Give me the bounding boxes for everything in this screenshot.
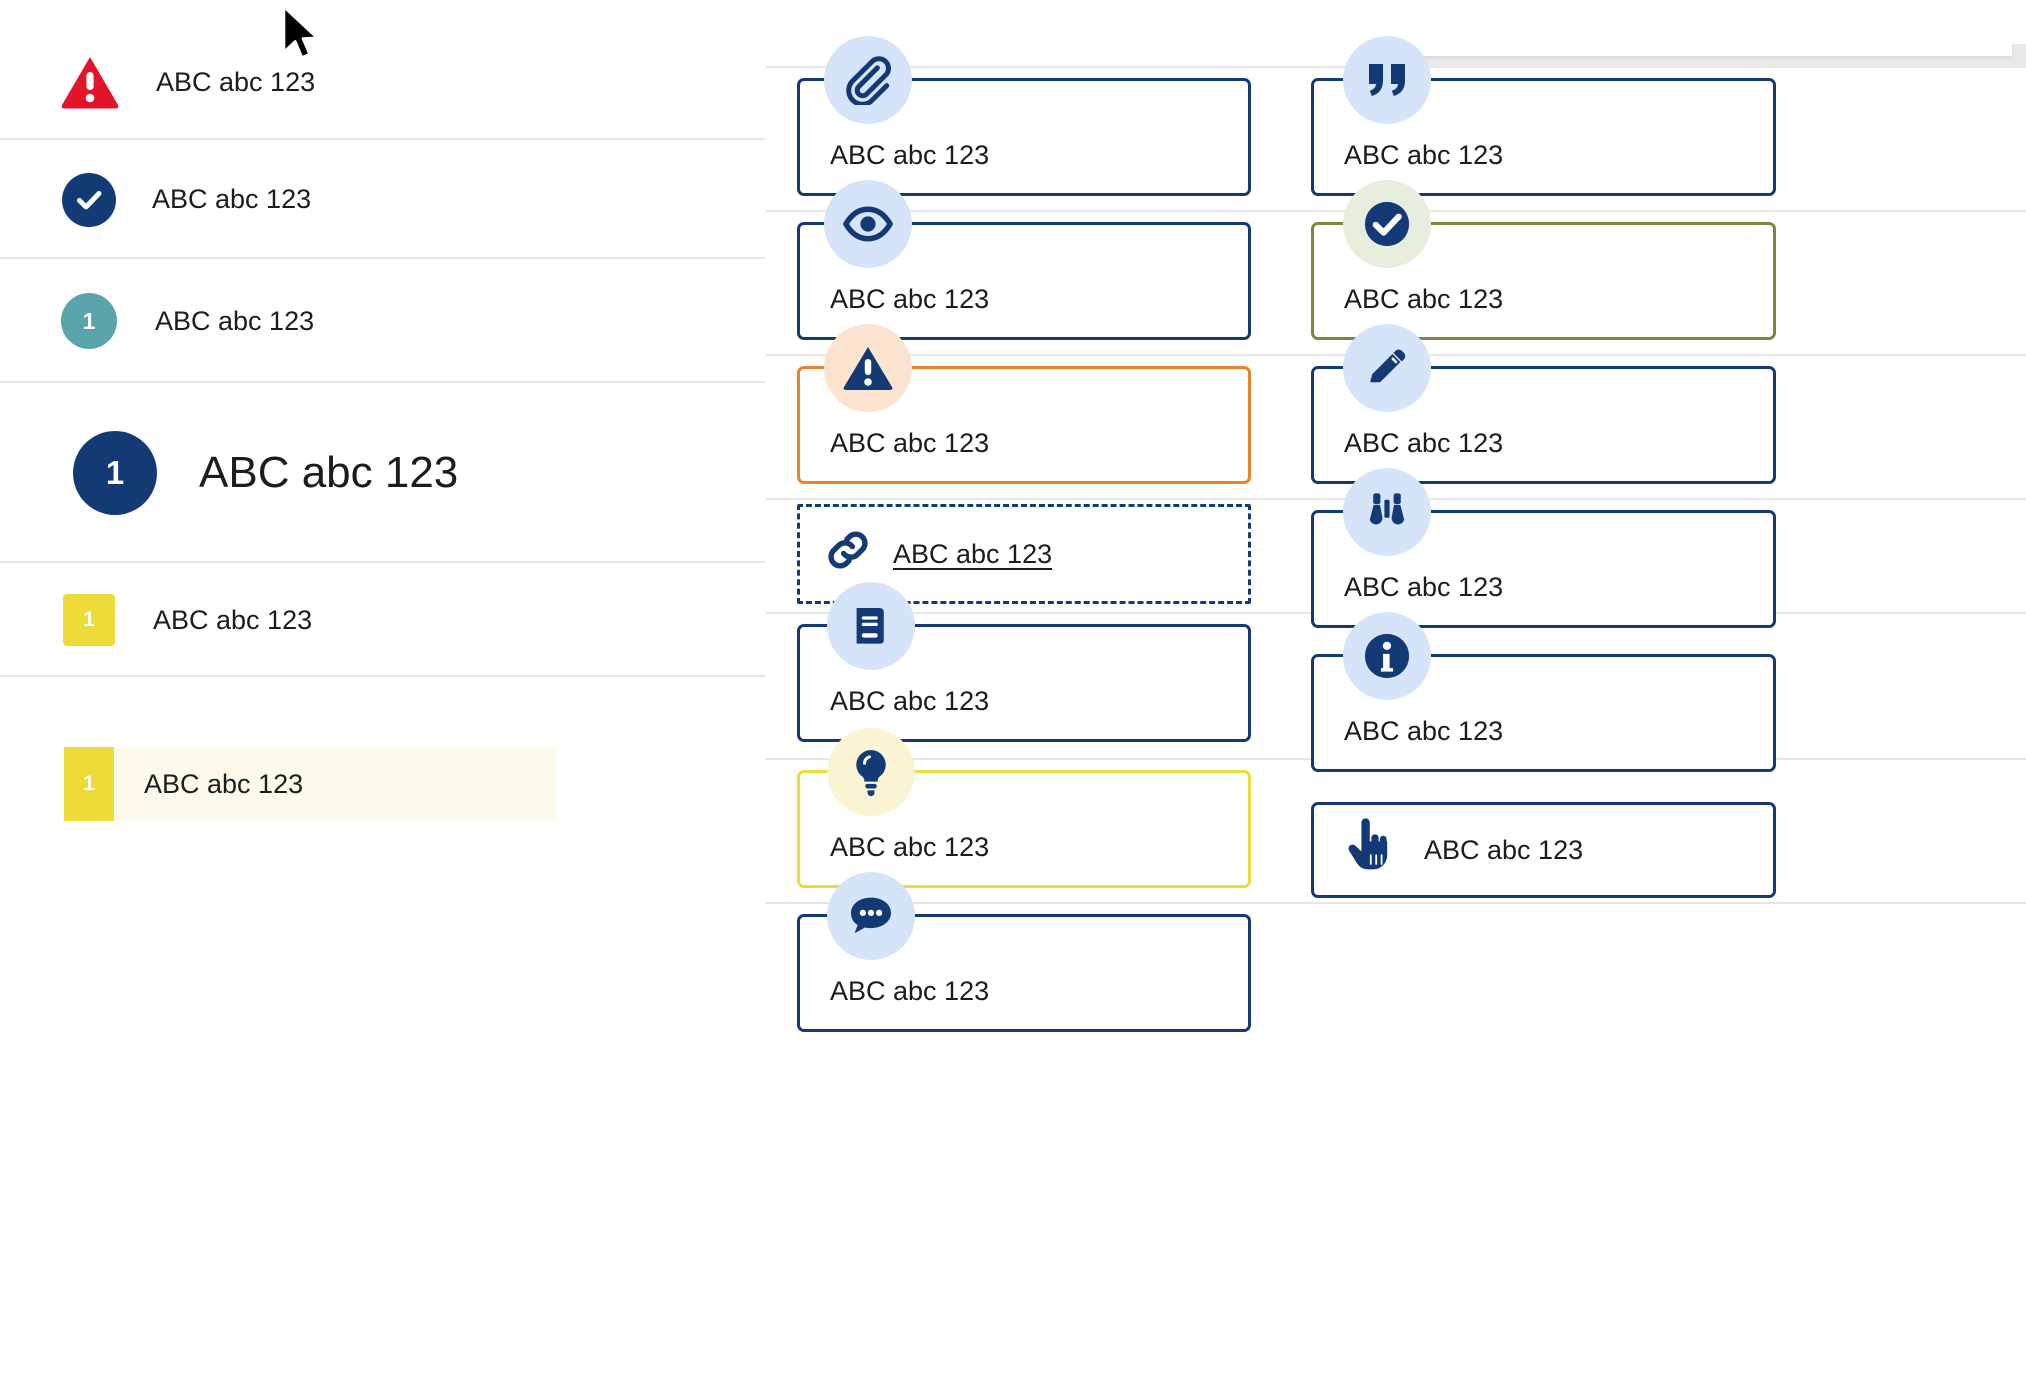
card-label: ABC abc 123 <box>1344 428 1504 458</box>
card-label: ABC abc 123 <box>1344 572 1504 602</box>
list-item-label: ABC abc 123 <box>155 305 315 336</box>
paperclip-icon <box>824 36 912 124</box>
left-list-panel: ABC abc 123 ABC abc 123 1 ABC abc 123 <box>0 0 765 1392</box>
card-label: ABC abc 123 <box>830 140 990 170</box>
link-chain-icon <box>822 524 874 576</box>
list-item-label: ABC abc 123 <box>156 67 316 97</box>
selected-highlight-band: 1 ABC abc 123 <box>64 747 556 821</box>
number-badge-icon: 1 <box>73 431 157 515</box>
number-badge-icon: 1 <box>64 747 114 821</box>
number-badge-icon: 1 <box>61 293 117 349</box>
card-label: ABC abc 123 <box>830 832 990 862</box>
book-icon <box>827 582 915 670</box>
pencil-icon <box>1343 324 1431 412</box>
callout-card-grid: ABC abc 123 ABC abc 123 ABC abc 123 <box>765 0 2026 1392</box>
grid-separator <box>765 902 2026 904</box>
card-label: ABC abc 123 <box>830 428 990 458</box>
number-badge-icon: 1 <box>63 594 115 646</box>
card-edit[interactable]: ABC abc 123 <box>1311 366 1776 484</box>
card-explore[interactable]: ABC abc 123 <box>1311 510 1776 628</box>
card-label: ABC abc 123 <box>1344 284 1504 314</box>
card-label: ABC abc 123 <box>830 976 990 1006</box>
list-item-label: ABC abc 123 <box>152 184 312 214</box>
card-label: ABC abc 123 <box>830 686 990 716</box>
check-circle-icon <box>62 172 116 227</box>
list-item-selected[interactable]: 1 ABC abc 123 <box>0 679 765 889</box>
list-item-success[interactable]: ABC abc 123 <box>0 142 765 259</box>
card-link-label[interactable]: ABC abc 123 <box>893 539 1053 569</box>
card-label: ABC abc 123 <box>1344 140 1504 170</box>
chat-bubble-icon <box>827 872 915 960</box>
list-item-label: ABC abc 123 <box>153 604 313 635</box>
lightbulb-icon <box>827 728 915 816</box>
list-item-danger[interactable]: ABC abc 123 <box>0 27 765 140</box>
info-circle-icon <box>1343 612 1431 700</box>
quote-marks-icon <box>1343 36 1431 124</box>
check-circle-icon <box>1343 180 1431 268</box>
warning-triangle-icon <box>60 55 120 110</box>
card-label: ABC abc 123 <box>1424 835 1584 865</box>
binoculars-icon <box>1343 468 1431 556</box>
card-attachment[interactable]: ABC abc 123 <box>797 78 1251 196</box>
list-item-yellow-numbered[interactable]: 1 ABC abc 123 <box>0 565 765 677</box>
background-white-panel-top <box>1402 30 2012 56</box>
list-item-label: ABC abc 123 <box>144 768 304 799</box>
card-label: ABC abc 123 <box>830 284 990 314</box>
list-item-navy-numbered-large[interactable]: 1 ABC abc 123 <box>0 385 765 563</box>
card-label: ABC abc 123 <box>1344 716 1504 746</box>
eye-icon <box>824 180 912 268</box>
list-item-teal-numbered[interactable]: 1 ABC abc 123 <box>0 261 765 383</box>
pointing-hand-icon <box>1343 818 1391 874</box>
list-item-label: ABC abc 123 <box>199 448 459 497</box>
card-action[interactable]: ABC abc 123 <box>1311 802 1776 898</box>
warning-triangle-icon <box>824 324 912 412</box>
